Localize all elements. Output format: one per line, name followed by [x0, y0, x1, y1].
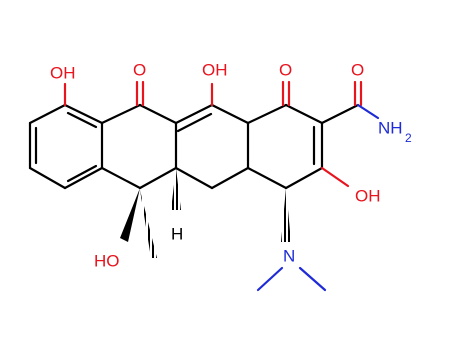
c3-hydroxyl-bond: [320, 166, 350, 188]
ketone-label-left: O: [133, 60, 146, 79]
amide-group: [320, 80, 380, 125]
dimethylamino-n-label: N: [283, 246, 295, 265]
ring-d: [246, 103, 324, 190]
hydroxyl-label-bottom: HO: [94, 251, 120, 270]
amide-oxygen-label: O: [351, 60, 364, 79]
carbonyl-left: [135, 80, 145, 107]
ketone-label-right: O: [279, 60, 292, 79]
amide-subscript: 2: [405, 131, 412, 145]
ring-b: [100, 103, 178, 190]
hydroxyl-label-right: OH: [355, 186, 381, 205]
ring-hydrogen-label: H: [171, 224, 183, 243]
amide-nh-label: NH: [378, 118, 403, 137]
c6-substituents: [120, 188, 157, 258]
aromatic-ring: [28, 103, 104, 190]
ring-c: [174, 103, 250, 190]
hydroxyl-label-top-left: OH: [50, 63, 76, 82]
hydroxyl-label-top-middle: OH: [202, 60, 228, 79]
carbonyl-right: [281, 80, 291, 107]
dimethylamino-group: [256, 188, 327, 292]
ring-h-stereo-bond: [171, 168, 181, 210]
